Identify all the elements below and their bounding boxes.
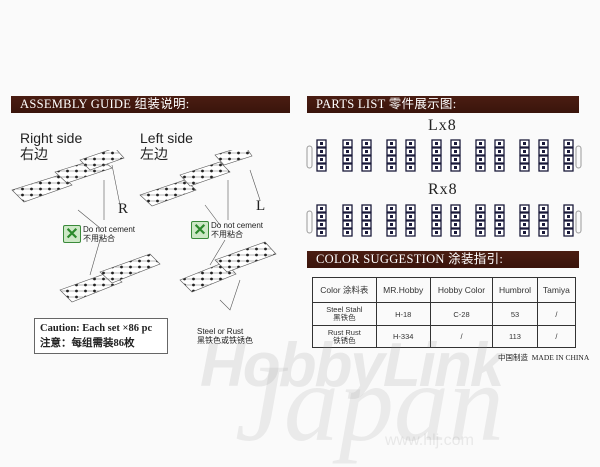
track-link-part xyxy=(519,139,530,172)
right-side-text: Right side xyxy=(20,130,83,146)
parts-list-header: PARTS LIST 零件展示图: xyxy=(307,96,579,113)
no-cement-text: Do not cement xyxy=(211,221,264,230)
track-link-part xyxy=(538,204,549,237)
cell: H-18 xyxy=(375,302,431,326)
steel-rust-text: Steel or Rust xyxy=(197,327,244,336)
header-color: Color 涂料表 xyxy=(312,277,377,303)
cell: C-28 xyxy=(429,302,494,326)
cell: / xyxy=(429,325,494,348)
cell: / xyxy=(536,325,577,348)
right-side-cn: 右边 xyxy=(20,146,48,162)
right-track-lower xyxy=(59,253,161,303)
right-parts-sprue xyxy=(306,204,582,237)
track-link-part xyxy=(342,204,353,237)
track-link-part xyxy=(386,204,397,237)
left-parts-label: Lx8 xyxy=(428,117,457,134)
left-mark: L xyxy=(256,198,266,214)
header-tamiya: Tamiya xyxy=(536,277,577,303)
color-suggestion-header: COLOR SUGGESTION 涂装指引: xyxy=(307,251,579,268)
track-link-part xyxy=(386,139,397,172)
watermark-sub: Japan xyxy=(235,342,504,464)
header-humbrol: Humbrol xyxy=(492,277,538,303)
track-link-part xyxy=(342,139,353,172)
track-link-part xyxy=(494,139,505,172)
made-in-china: 中国制造 MADE IN CHINA xyxy=(498,353,590,362)
watermark-url: www.hlj.com xyxy=(385,432,474,449)
color-name-cn: 黑铁色 xyxy=(333,313,356,322)
track-link-part xyxy=(519,204,530,237)
color-name: Steel Stahl xyxy=(326,305,363,314)
header-mrhobby: MR.Hobby xyxy=(375,277,431,303)
cell: / xyxy=(536,302,577,326)
track-link-part xyxy=(361,139,372,172)
track-link-part xyxy=(405,139,416,172)
steel-rust-cn: 黑铁色或铁锈色 xyxy=(197,336,253,345)
track-link-part xyxy=(450,204,461,237)
cell: H-334 xyxy=(375,325,431,348)
left-side-text: Left side xyxy=(140,130,193,146)
no-cement-cn: 不用粘合 xyxy=(83,234,115,243)
track-link-part xyxy=(538,139,549,172)
no-cement-cn: 不用粘合 xyxy=(211,230,243,239)
assembly-guide-header: ASSEMBLY GUIDE 组装说明: xyxy=(11,96,290,113)
track-link-part xyxy=(494,204,505,237)
track-link-part xyxy=(475,139,486,172)
left-track-lower xyxy=(179,241,277,293)
cell: 53 xyxy=(492,302,538,326)
right-parts-label: Rx8 xyxy=(428,181,458,198)
track-link-part xyxy=(450,139,461,172)
track-link-part xyxy=(563,139,574,172)
track-link-part xyxy=(431,139,442,172)
color-name: Rust Rust xyxy=(327,327,361,337)
no-cement-text: Do not cement xyxy=(83,225,136,234)
no-glue-icon: ✕ xyxy=(63,225,81,243)
track-link-part xyxy=(475,204,486,237)
left-parts-sprue xyxy=(306,139,582,172)
track-link-part xyxy=(405,204,416,237)
track-link-part xyxy=(316,204,327,237)
track-link-part xyxy=(563,204,574,237)
left-side-cn: 左边 xyxy=(140,146,168,162)
left-track-upper xyxy=(139,150,253,207)
header-hobbycolor: Hobby Color xyxy=(429,277,494,303)
assembly-diagram xyxy=(11,150,277,311)
caution-cn: 注意：每组需装86枚 xyxy=(40,338,135,349)
caution-box: Caution: Each set ×86 pc 注意：每组需装86枚 xyxy=(34,318,168,354)
caution-text: Caution: Each set ×86 pc xyxy=(40,323,153,334)
track-link-part xyxy=(361,204,372,237)
track-link-part xyxy=(431,204,442,237)
right-mark: R xyxy=(118,201,129,217)
track-link-part xyxy=(316,139,327,172)
leader-lines xyxy=(77,164,261,311)
cell: 113 xyxy=(492,325,538,348)
no-glue-icon: ✕ xyxy=(191,221,209,239)
right-track-upper xyxy=(11,150,125,203)
color-name-cn: 铁锈色 xyxy=(333,335,356,345)
